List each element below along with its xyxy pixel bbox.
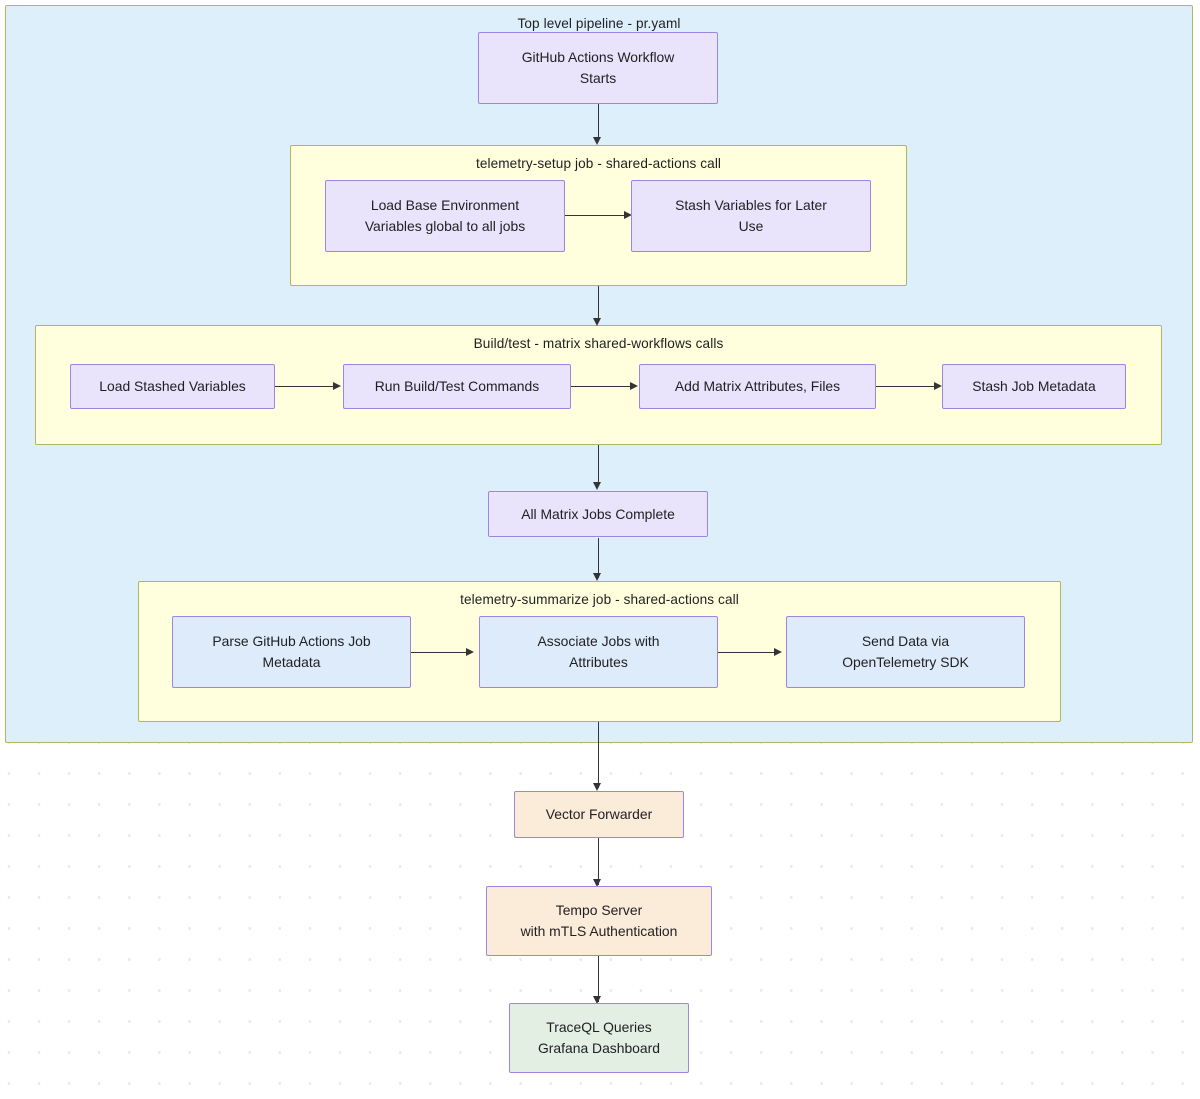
node-associate-jobs-with-attributes[interactable]: Associate Jobs with Attributes bbox=[479, 616, 718, 688]
arrowhead-vector-to-tempo bbox=[593, 879, 601, 887]
edge-loadstashed-to-runbuild bbox=[275, 386, 336, 388]
node-run-build-test-commands[interactable]: Run Build/Test Commands bbox=[343, 364, 571, 409]
edge-addmatrix-to-stashjobmeta bbox=[876, 386, 937, 388]
node-stash-job-metadata[interactable]: Stash Job Metadata bbox=[942, 364, 1126, 409]
node-send-data-via-opentelemetry-sdk[interactable]: Send Data via OpenTelemetry SDK bbox=[786, 616, 1025, 688]
node-load-base-environment-variables[interactable]: Load Base Environment Variables global t… bbox=[325, 180, 565, 252]
arrowhead-parse-to-associate bbox=[466, 648, 474, 656]
arrowhead-loadstashed-to-runbuild bbox=[333, 382, 341, 390]
node-parse-github-actions-job-metadata[interactable]: Parse GitHub Actions Job Metadata bbox=[172, 616, 411, 688]
arrowhead-telemetry-summarize-to-vector bbox=[593, 783, 601, 791]
node-vector-forwarder[interactable]: Vector Forwarder bbox=[514, 791, 684, 838]
arrowhead-associate-to-senddata bbox=[774, 648, 782, 656]
edge-vector-to-tempo bbox=[598, 838, 600, 885]
arrowhead-allmatrix-to-telemetry-summarize bbox=[593, 573, 601, 581]
edge-associate-to-senddata bbox=[718, 652, 776, 654]
subgraph-label-telemetry-setup: telemetry-setup job - shared-actions cal… bbox=[475, 156, 722, 171]
node-load-stashed-variables[interactable]: Load Stashed Variables bbox=[70, 364, 275, 409]
edge-telemetry-setup-to-build-test bbox=[598, 286, 600, 322]
arrowhead-loadbaseenv-to-stashvars bbox=[624, 211, 632, 219]
edge-tempo-to-traceql bbox=[598, 955, 600, 1002]
node-all-matrix-jobs-complete[interactable]: All Matrix Jobs Complete bbox=[488, 491, 708, 537]
edge-start-to-telemetry-setup bbox=[598, 104, 600, 140]
arrowhead-start-to-telemetry-setup bbox=[593, 137, 601, 145]
edge-parse-to-associate bbox=[411, 652, 468, 654]
edge-allmatrix-to-telemetry-summarize bbox=[598, 538, 600, 578]
arrowhead-telemetry-setup-to-build-test bbox=[593, 318, 601, 326]
edge-runbuild-to-addmatrix bbox=[571, 386, 633, 388]
node-traceql-queries-grafana-dashboard[interactable]: TraceQL Queries Grafana Dashboard bbox=[509, 1003, 689, 1073]
node-github-actions-workflow-starts[interactable]: GitHub Actions Workflow Starts bbox=[478, 32, 718, 104]
edge-telemetry-summarize-to-vector bbox=[598, 722, 600, 788]
subgraph-label-build-test: Build/test - matrix shared-workflows cal… bbox=[473, 336, 724, 351]
node-add-matrix-attributes-files[interactable]: Add Matrix Attributes, Files bbox=[639, 364, 876, 409]
subgraph-label-top-level-pipeline: Top level pipeline - pr.yaml bbox=[517, 16, 681, 31]
node-stash-variables-for-later-use[interactable]: Stash Variables for Later Use bbox=[631, 180, 871, 252]
edge-loadbaseenv-to-stashvars bbox=[565, 215, 627, 217]
arrowhead-addmatrix-to-stashjobmeta bbox=[934, 382, 942, 390]
edge-buildtest-to-allmatrix bbox=[598, 445, 600, 486]
subgraph-label-telemetry-summarize: telemetry-summarize job - shared-actions… bbox=[460, 592, 739, 607]
node-tempo-server-mtls[interactable]: Tempo Server with mTLS Authentication bbox=[486, 886, 712, 956]
arrowhead-runbuild-to-addmatrix bbox=[630, 382, 638, 390]
arrowhead-buildtest-to-allmatrix bbox=[593, 482, 601, 490]
arrowhead-tempo-to-traceql bbox=[593, 996, 601, 1004]
